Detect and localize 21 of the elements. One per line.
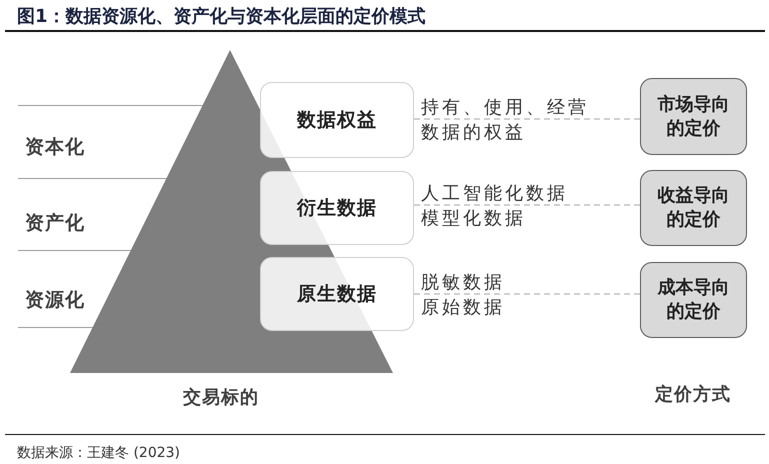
tier-label: 资源化: [25, 288, 85, 312]
pricing-box: 市场导向的定价: [640, 78, 747, 155]
tier-box: 衍生数据: [260, 171, 414, 245]
tier-box: 原生数据: [260, 257, 414, 331]
source-note: 数据来源：王建冬 (2023): [17, 444, 180, 463]
description-text: 脱敏数据: [421, 270, 505, 294]
connector-line: [414, 118, 640, 120]
description-text: 持有、使用、经营数据的权益: [421, 96, 590, 144]
description-text: 模型化数据: [421, 206, 526, 230]
description-text: 原始数据: [421, 296, 505, 320]
column-heading: 交易标的: [183, 386, 259, 410]
tier-box: 数据权益: [260, 82, 414, 158]
figure-title: 图1：数据资源化、资产化与资本化层面的定价模式: [17, 5, 426, 29]
connector-line: [414, 204, 640, 206]
column-heading: 定价方式: [655, 383, 731, 407]
tier-label: 资产化: [25, 211, 85, 235]
pricing-box: 收益导向的定价: [640, 170, 747, 246]
tier-label: 资本化: [25, 135, 85, 159]
pricing-box: 成本导向的定价: [640, 262, 747, 338]
connector-line: [414, 293, 640, 295]
description-text: 人工智能化数据: [421, 182, 568, 206]
